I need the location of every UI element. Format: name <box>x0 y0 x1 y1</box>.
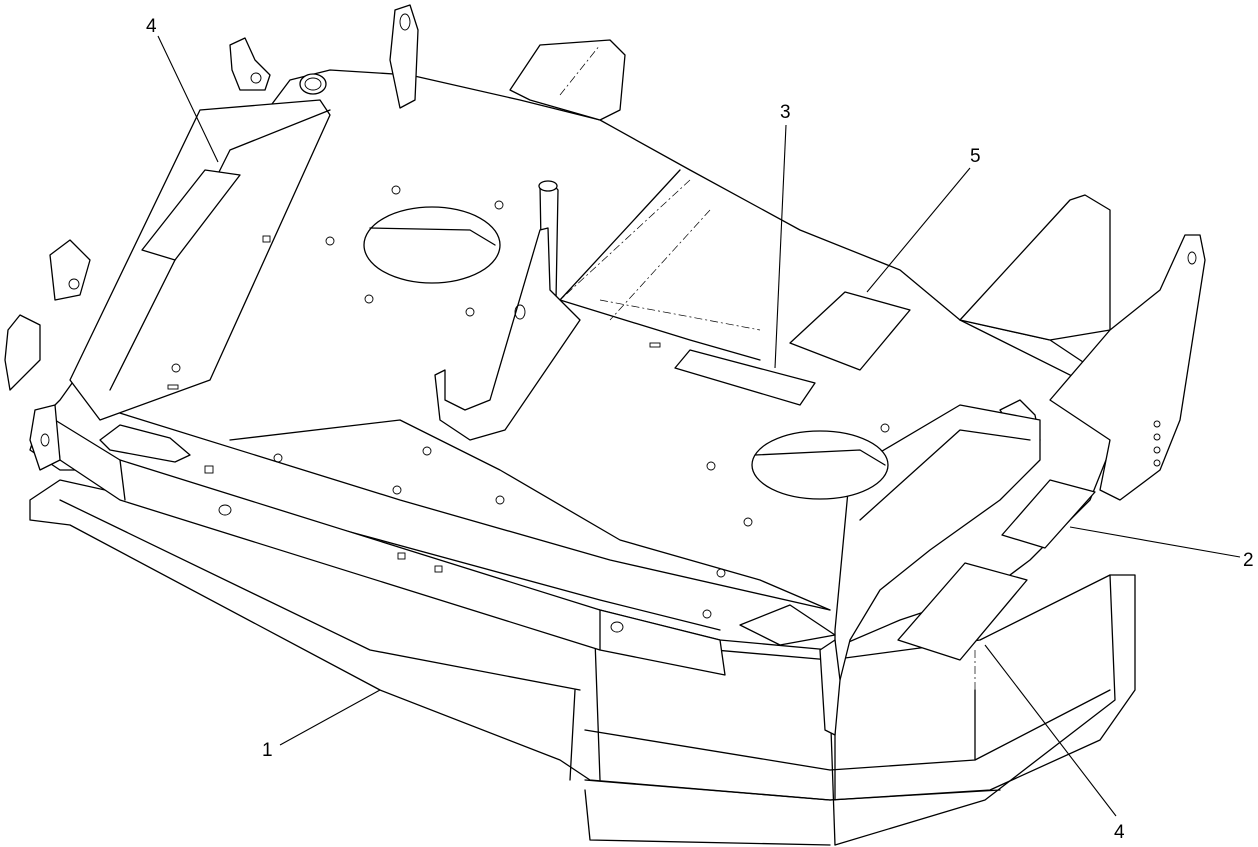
front-rail <box>54 419 726 676</box>
leader-lines <box>157 35 1241 817</box>
leader-2 <box>1069 526 1241 558</box>
decal-4-right <box>897 562 1028 661</box>
rear-brackets <box>299 4 626 121</box>
right-side-plate <box>739 404 1041 736</box>
callout-4-bottom-right: 4 <box>1114 822 1125 843</box>
leader-5 <box>866 167 971 293</box>
callout-5: 5 <box>970 146 981 167</box>
decal-4-left <box>141 169 241 261</box>
callout-labels: 1 2 3 4 4 5 <box>146 16 1254 843</box>
decal-5 <box>789 291 911 371</box>
callout-4-top-left: 4 <box>146 16 157 37</box>
right-brackets <box>959 194 1206 501</box>
decal-2 <box>1001 479 1096 549</box>
decal-3 <box>674 349 816 406</box>
center-bracket <box>434 180 581 441</box>
callout-3: 3 <box>780 102 791 123</box>
leader-4a <box>157 35 219 163</box>
leader-4b <box>984 644 1117 817</box>
callout-1: 1 <box>262 740 273 761</box>
callout-2: 2 <box>1243 550 1254 571</box>
leader-1 <box>279 689 381 746</box>
blade-openings <box>167 185 890 619</box>
leader-3 <box>774 124 787 369</box>
left-rail <box>4 37 331 471</box>
decals <box>99 169 1096 661</box>
